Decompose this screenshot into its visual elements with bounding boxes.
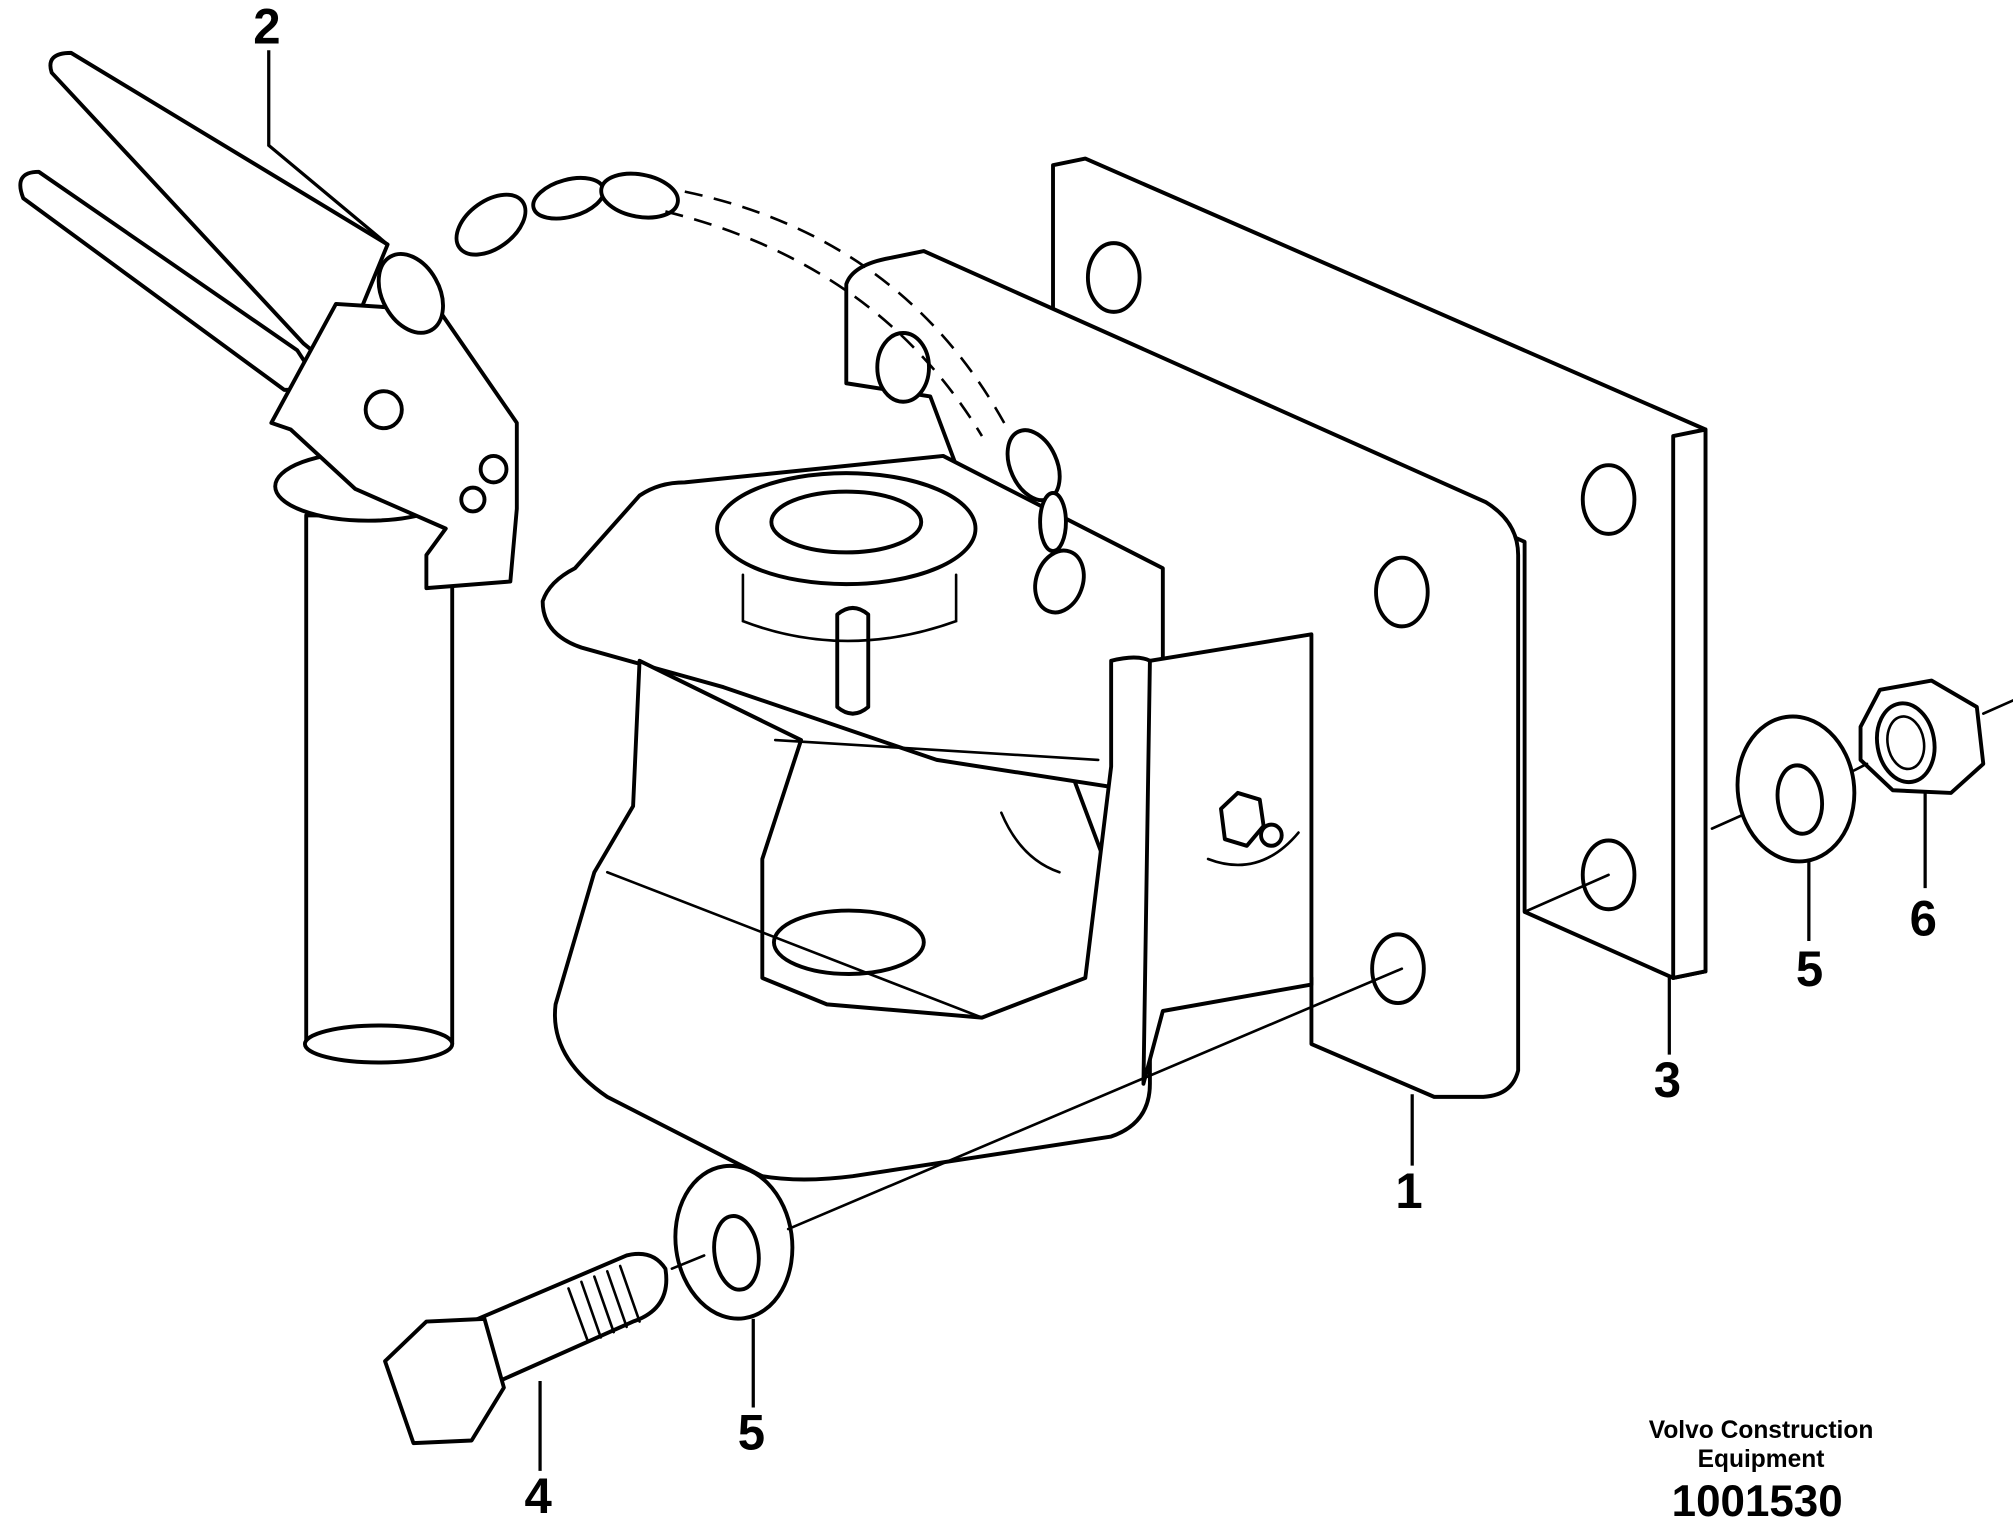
callout-6: 6 <box>1910 890 1937 947</box>
callout-3: 3 <box>1654 1051 1681 1108</box>
assembly-axis-lines <box>670 699 2013 1271</box>
callout-2: 2 <box>253 0 280 55</box>
safety-chain <box>376 171 1086 615</box>
washer-front <box>673 1163 795 1321</box>
caption-line-2: Equipment <box>1698 1446 1825 1473</box>
washer-rear <box>1735 714 1857 864</box>
mounting-plate <box>1051 156 1708 980</box>
callout-5-rear-washer: 5 <box>1796 940 1823 997</box>
callout-4: 4 <box>525 1468 553 1525</box>
coupling-pin <box>18 50 519 1065</box>
callout-5-front-washer: 5 <box>738 1404 765 1461</box>
bolt <box>383 1251 669 1446</box>
callout-1: 1 <box>1395 1162 1422 1219</box>
caption-line-1: Volvo Construction <box>1649 1417 1874 1444</box>
leader-lines <box>267 50 1927 1471</box>
nut <box>1858 678 1986 795</box>
reference-number: 1001530 <box>1672 1476 1843 1526</box>
